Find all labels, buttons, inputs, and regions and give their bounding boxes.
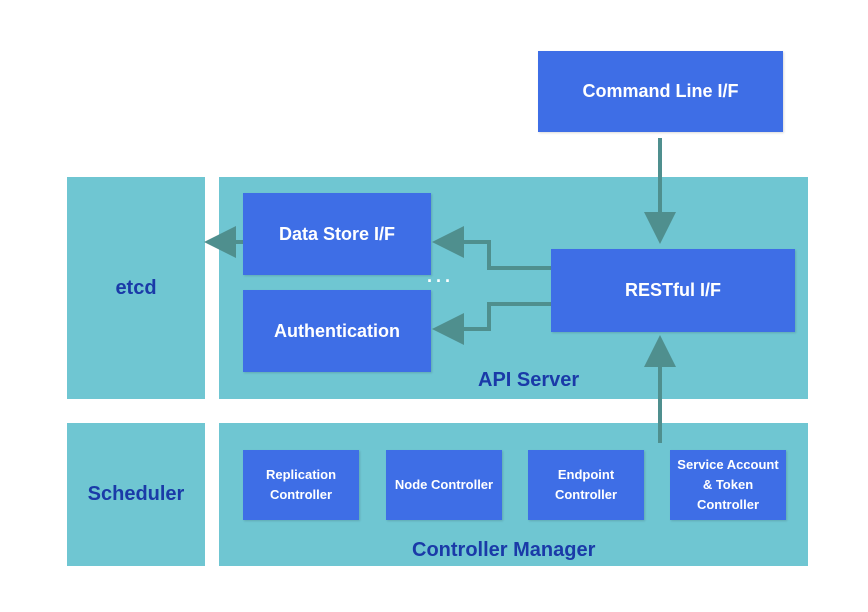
node-controller-box: Node Controller [386, 450, 502, 520]
ellipsis: ... [427, 266, 455, 286]
scheduler-label: Scheduler [87, 483, 185, 505]
controller-manager-label: Controller Manager [412, 539, 596, 561]
authentication-box: Authentication [243, 290, 431, 372]
api-server-label: API Server [478, 369, 580, 391]
endpoint-controller-line-2: Controller [554, 487, 618, 502]
arrow-restful-to-datastore [432, 226, 551, 270]
service-account-line-1: Service Account [677, 457, 779, 472]
endpoint-controller-line-1: Endpoint [557, 467, 615, 482]
replication-controller-box: Replication Controller [243, 450, 359, 520]
replication-controller-line-2: Controller [269, 487, 333, 502]
etcd-label: etcd [115, 277, 157, 299]
scheduler-panel [67, 423, 205, 566]
service-account-line-3: Controller [696, 497, 760, 512]
service-account-token-controller-box: Service Account & Token Controller [670, 450, 786, 520]
service-account-line-2: & Token [702, 477, 754, 492]
command-line-if-box: Command Line I/F [538, 51, 783, 132]
restful-if-box: RESTful I/F [551, 249, 795, 332]
replication-controller-line-1: Replication [265, 467, 337, 482]
endpoint-controller-box: Endpoint Controller [528, 450, 644, 520]
data-store-if-box: Data Store I/F [243, 193, 431, 275]
etcd-panel [67, 177, 205, 399]
arrow-restful-to-authentication [432, 302, 551, 345]
node-controller-line-1: Node Controller [394, 477, 494, 492]
